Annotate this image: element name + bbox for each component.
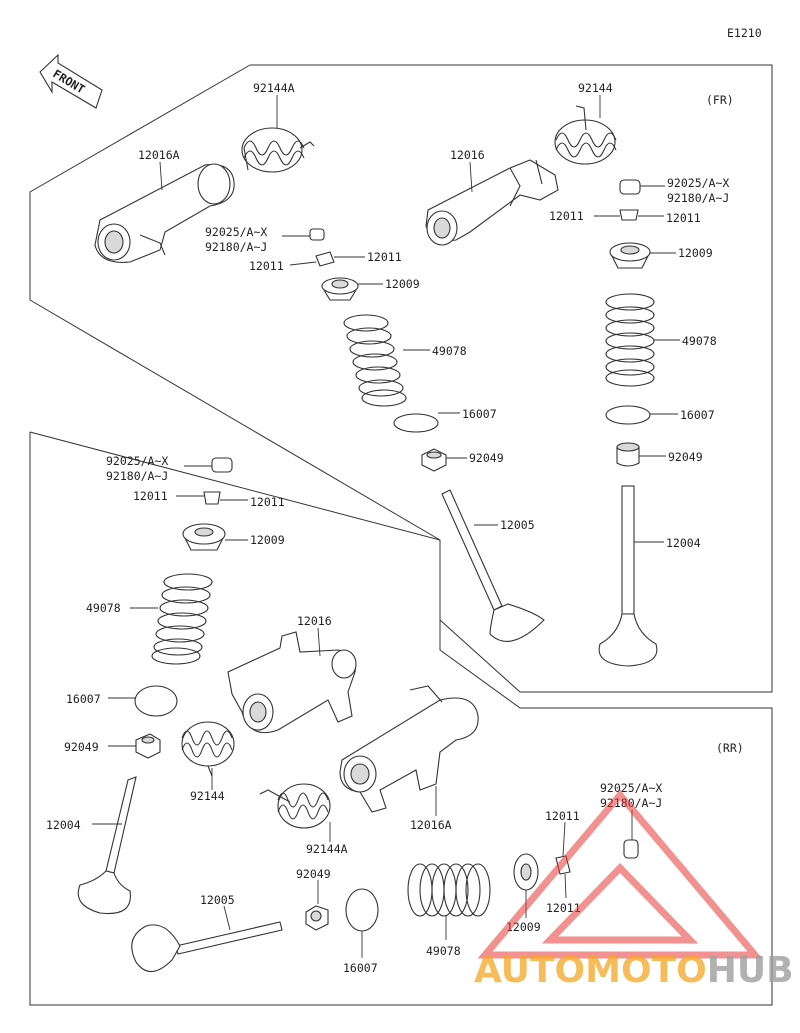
shim-92025-left: [309, 228, 325, 241]
label-rr-92025-a: 92025/A~X: [106, 454, 168, 468]
rocker-arm-12016A: [94, 163, 235, 263]
front-section-label: (FR): [706, 93, 734, 107]
torsion-spring-92144-rr: [181, 721, 235, 777]
label-rr-12011-b1: 12011: [545, 809, 580, 823]
valve-seat-16007-rr-left: [134, 685, 178, 717]
retainer-12009-left: [321, 277, 359, 301]
label-fr-49078-a: 49078: [432, 344, 467, 358]
torsion-spring-92144: [554, 105, 617, 165]
front-arrow-icon: FRONT: [39, 53, 103, 109]
rocker-arm-12016-rear: [227, 631, 357, 734]
intake-valve-12005-rear: [131, 921, 283, 973]
label-rr-92144: 92144: [190, 789, 225, 803]
valve-seat-16007-right: [605, 405, 651, 425]
label-fr-12011-a2: 12011: [249, 259, 284, 273]
valve-seal-92049-left: [421, 448, 447, 472]
intake-valve-12005: [441, 489, 545, 642]
watermark: AUTOMOTOHUB: [474, 789, 794, 991]
label-fr-12011-a1: 12011: [367, 250, 402, 264]
label-rr-92049-a: 92049: [64, 740, 99, 754]
label-rr-92025-b: 92025/A~X: [600, 781, 662, 795]
label-fr-12005: 12005: [500, 518, 535, 532]
label-fr-92144: 92144: [578, 81, 613, 95]
rear-section-label: (RR): [716, 741, 744, 755]
watermark-text-part1: AUTOMOTO: [474, 950, 707, 991]
valve-spring-49078-left: [343, 314, 407, 407]
torsion-spring-92144A-rr: [259, 783, 331, 829]
shim-92025-right: [619, 179, 641, 195]
label-fr-92049-a: 92049: [469, 451, 504, 465]
label-rr-49078-a: 49078: [86, 601, 121, 615]
label-rr-12016: 12016: [297, 614, 332, 628]
label-fr-16007-b: 16007: [680, 408, 715, 422]
shim-92025-rr-left: [211, 457, 233, 473]
valve-spring-49078-rr-left: [151, 573, 213, 665]
retainer-12009-right: [609, 242, 651, 269]
label-fr-12004: 12004: [666, 536, 701, 550]
rear-section-frame: [29, 431, 773, 1006]
label-fr-12009-a: 12009: [385, 277, 420, 291]
diagram-code: E1210: [727, 26, 762, 40]
label-rr-12016A: 12016A: [410, 818, 452, 832]
label-rr-12009-a: 12009: [250, 533, 285, 547]
label-fr-92025-a: 92025/A~X: [205, 225, 267, 239]
shim-92025-rr-right: [623, 839, 639, 859]
rocker-arm-12016-front: [425, 159, 559, 246]
valve-spring-49078-rr-bottom: [407, 863, 491, 917]
label-fr-49078-b: 49078: [682, 334, 717, 348]
label-rr-16007-a: 16007: [66, 692, 101, 706]
valve-spring-49078-right: [605, 293, 655, 387]
label-rr-92180-a: 92180/A~J: [106, 469, 168, 483]
torsion-spring-92144A: [241, 127, 315, 173]
cotter-12011-rr-left: [203, 491, 221, 505]
label-rr-12011-b2: 12011: [546, 901, 581, 915]
label-rr-12005: 12005: [200, 893, 235, 907]
cotter-12011-left: [315, 251, 335, 267]
valve-seal-92049-rr-left: [135, 733, 161, 759]
watermark-triangle-icon: [477, 789, 763, 959]
exhaust-valve-12004-front: [598, 485, 658, 667]
label-rr-12004: 12004: [46, 818, 81, 832]
label-92144A: 92144A: [253, 81, 295, 95]
label-fr-12011-b1: 12011: [549, 209, 584, 223]
retainer-12009-rr-bottom: [513, 853, 539, 891]
label-rr-49078-b: 49078: [426, 944, 461, 958]
exhaust-valve-12004-rear: [77, 776, 137, 915]
label-fr-12009-b: 12009: [678, 246, 713, 260]
label-rr-12011-a1: 12011: [133, 489, 168, 503]
label-rr-12011-a2: 12011: [250, 495, 285, 509]
label-fr-92180-b: 92180/A~J: [667, 191, 729, 205]
label-fr-92049-b: 92049: [668, 450, 703, 464]
valve-seal-92049-rr-bottom: [305, 905, 329, 931]
cotter-12011-right: [619, 209, 639, 221]
label-fr-12016A: 12016A: [138, 148, 180, 162]
label-fr-16007-a: 16007: [462, 407, 497, 421]
label-fr-12011-b2: 12011: [666, 211, 701, 225]
valve-seat-16007-left: [393, 413, 439, 433]
label-fr-12016: 12016: [450, 148, 485, 162]
valve-seal-92049-right: [616, 442, 640, 467]
retainer-12009-rr-left: [182, 523, 226, 551]
label-rr-16007-b: 16007: [343, 961, 378, 975]
svg-text:AUTOMOTOHUB: AUTOMOTOHUB: [474, 950, 794, 991]
label-rr-92144A: 92144A: [306, 842, 348, 856]
rocker-arm-12016A-rear: [339, 685, 479, 813]
label-fr-92180-a: 92180/A~J: [205, 240, 267, 254]
watermark-text-part2: HUB: [707, 950, 794, 991]
label-rr-92049-b: 92049: [296, 867, 331, 881]
label-fr-92025-b: 92025/A~X: [667, 176, 729, 190]
valve-seat-16007-rr-bottom: [345, 888, 379, 932]
